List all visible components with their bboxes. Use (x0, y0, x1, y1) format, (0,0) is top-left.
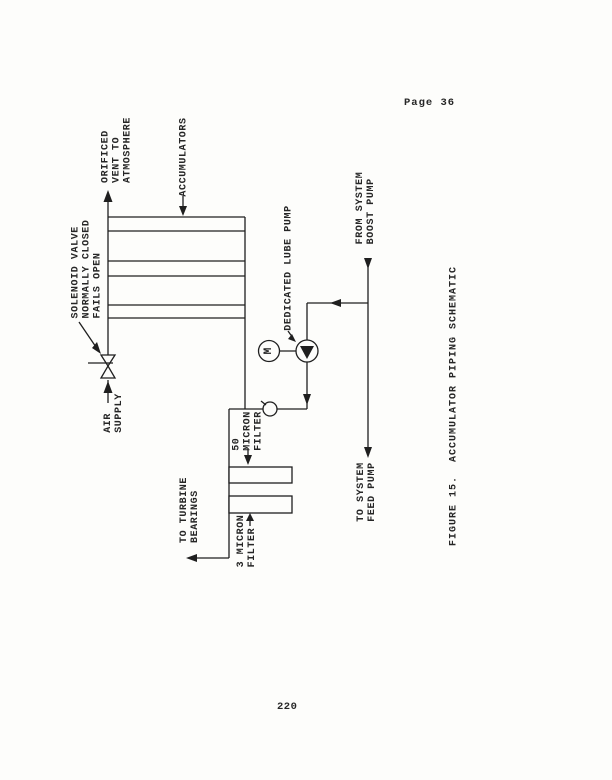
solenoid-valve-label: SOLENOID VALVE NORMALLY CLOSED FAILS OPE… (70, 219, 104, 319)
solenoid-valve-symbol (88, 354, 117, 379)
boost-branch-arrow (330, 299, 341, 307)
fifty-micron-filter-symbol (228, 466, 293, 484)
three-micron-leader-arrow (246, 513, 254, 521)
bearings-arrow (186, 554, 197, 562)
three-micron-filter-label: 3 MICRON FILTER (236, 514, 258, 568)
to-turbine-bearings-label: TO TURBINE BEARINGS (179, 476, 201, 544)
from-system-boost-pump-label: FROM SYSTEM BOOST PUMP (355, 171, 377, 245)
air-supply-label: AIR SUPPLY (103, 393, 125, 433)
accumulators-leader-arrow (179, 206, 187, 216)
vent-arrow (103, 190, 113, 202)
page-header: Page 36 (404, 97, 456, 109)
from-boost-arrow (364, 258, 372, 269)
fifty-micron-leader-arrow (244, 455, 252, 465)
check-valve-symbol (260, 400, 278, 417)
accumulator-bank (108, 216, 245, 319)
dedicated-lube-pump-label: DEDICATED LUBE PUMP (283, 205, 295, 331)
figure-caption: FIGURE 15. ACCUMULATOR PIPING SCHEMATIC (448, 265, 460, 547)
motor-letter: M (263, 347, 275, 354)
air-supply-arrow (103, 381, 113, 393)
accumulators-label: ACCUMULATORS (178, 117, 190, 197)
solenoid-leader-arrow (92, 342, 101, 354)
to-system-feed-pump-label: TO SYSTEM FEED PUMP (356, 462, 378, 522)
lube-pump-leader-arrow (288, 334, 296, 342)
page-number: 220 (277, 701, 298, 713)
motor-symbol: M (257, 339, 281, 363)
pump-discharge-arrow (303, 394, 311, 405)
pump-symbol (295, 339, 319, 363)
to-feed-arrow (364, 447, 372, 458)
fifty-micron-filter-label: 50 MICRON FILTER (231, 411, 265, 451)
orificed-vent-label: ORIFICED VENT TO ATMOSPHERE (100, 116, 134, 184)
three-micron-filter-symbol (228, 495, 293, 514)
